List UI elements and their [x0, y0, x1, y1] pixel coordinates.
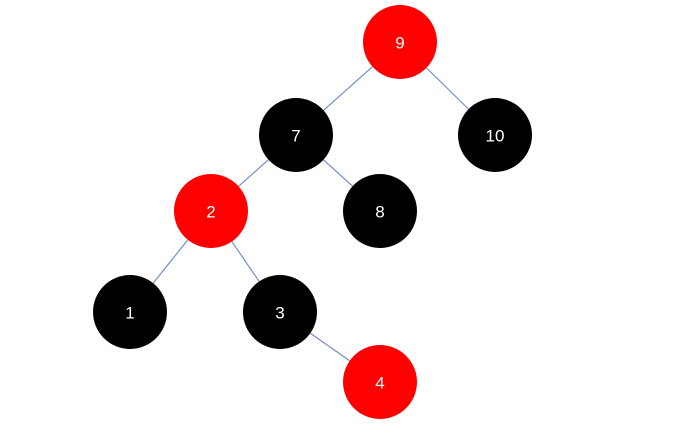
edges-layer [152, 66, 469, 362]
node-label-9: 9 [395, 34, 404, 53]
tree-node-10: 10 [458, 98, 532, 172]
tree-node-3: 3 [243, 275, 317, 349]
tree-node-8: 8 [343, 174, 417, 248]
tree-node-1: 1 [93, 275, 167, 349]
node-label-4: 4 [375, 374, 384, 393]
node-label-10: 10 [486, 127, 505, 146]
tree-node-2: 2 [174, 174, 248, 248]
edge-2-3 [231, 241, 260, 282]
node-label-3: 3 [275, 304, 284, 323]
nodes-layer: 9 7 10 2 8 1 3 4 [93, 5, 532, 419]
edge-7-8 [323, 159, 353, 187]
node-circle-10 [458, 98, 532, 172]
node-label-7: 7 [291, 127, 300, 146]
tree-node-4: 4 [343, 345, 417, 419]
tree-node-7: 7 [259, 98, 333, 172]
edge-2-1 [152, 239, 189, 284]
tree-node-9: 9 [363, 5, 437, 79]
edge-9-7 [323, 66, 373, 111]
node-circle-1 [93, 275, 167, 349]
edge-3-4 [309, 332, 351, 362]
node-circle-4 [343, 345, 417, 419]
node-label-1: 1 [125, 304, 134, 323]
node-label-8: 8 [375, 203, 384, 222]
edge-9-10 [426, 67, 469, 110]
node-circle-3 [243, 275, 317, 349]
node-circle-9 [363, 5, 437, 79]
node-circle-7 [259, 98, 333, 172]
node-circle-8 [343, 174, 417, 248]
node-label-2: 2 [206, 203, 215, 222]
edge-7-2 [238, 159, 269, 187]
node-circle-2 [174, 174, 248, 248]
